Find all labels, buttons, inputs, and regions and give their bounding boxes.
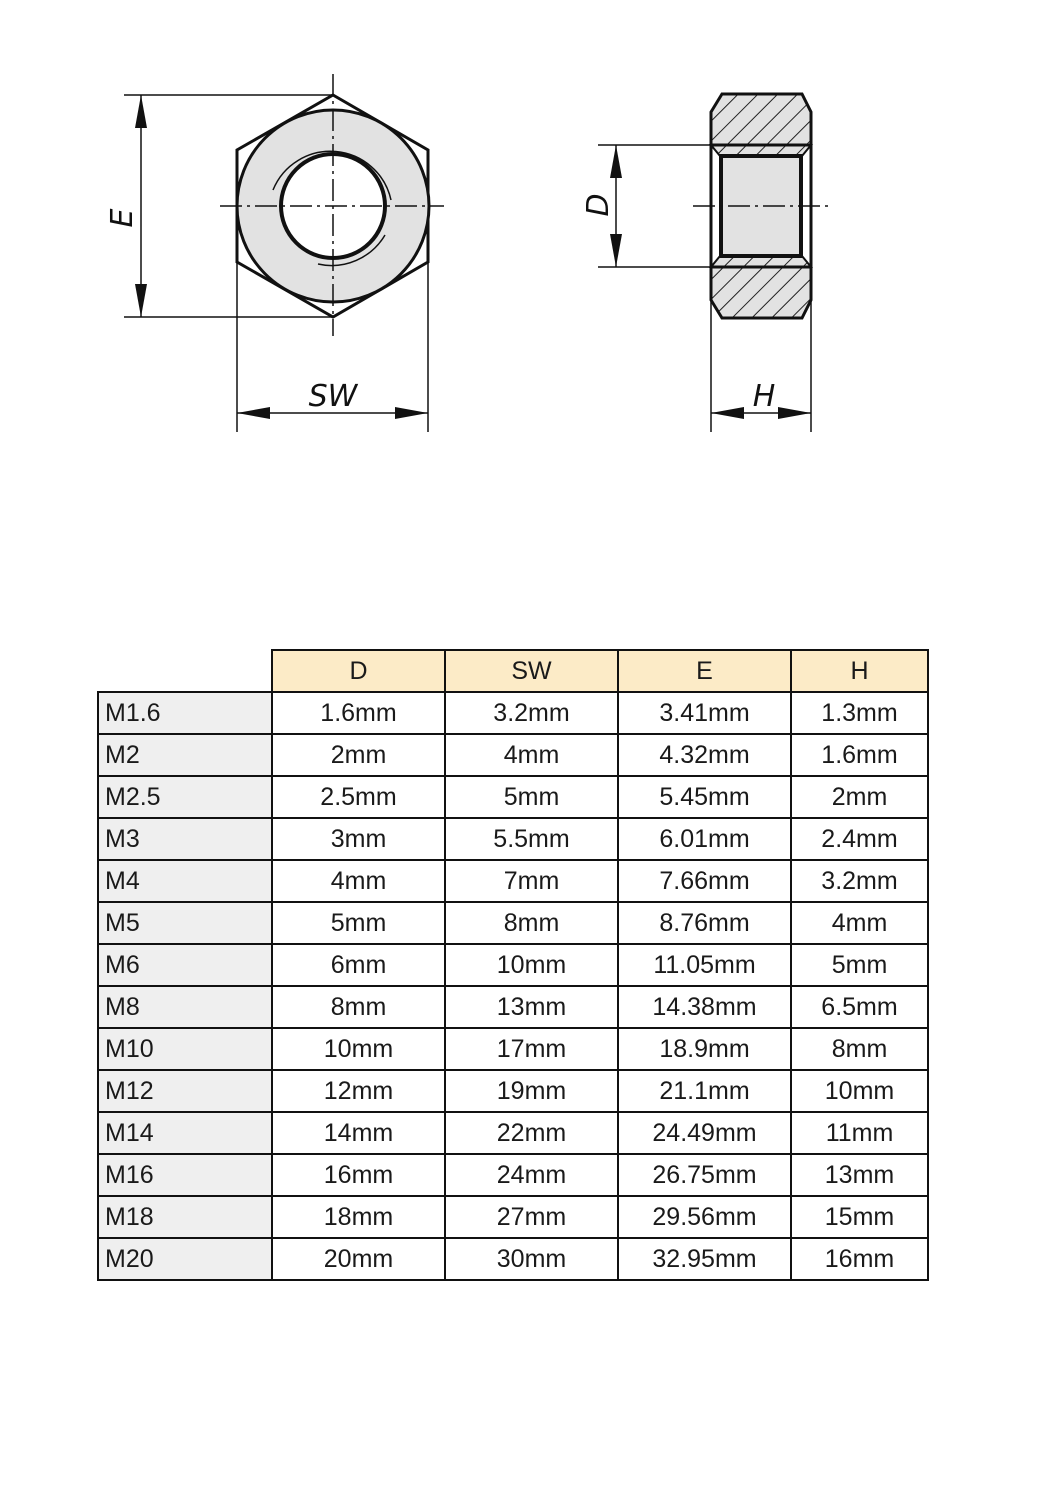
cell-sw: 30mm xyxy=(444,1237,619,1281)
table-row: M4 4mm 7mm 7.66mm 3.2mm xyxy=(97,859,929,903)
cell-d: 10mm xyxy=(271,1027,446,1071)
cell-h: 5mm xyxy=(790,943,929,987)
cell-h: 10mm xyxy=(790,1069,929,1113)
table-row: M10 10mm 17mm 18.9mm 8mm xyxy=(97,1027,929,1071)
cell-sw: 7mm xyxy=(444,859,619,903)
cell-d: 4mm xyxy=(271,859,446,903)
cell-d: 2.5mm xyxy=(271,775,446,819)
cell-h: 6.5mm xyxy=(790,985,929,1029)
column-header-d: D xyxy=(271,649,446,693)
cell-h: 11mm xyxy=(790,1111,929,1155)
cell-h: 1.6mm xyxy=(790,733,929,777)
cell-sw: 4mm xyxy=(444,733,619,777)
row-size-label: M12 xyxy=(97,1069,273,1113)
cell-h: 13mm xyxy=(790,1153,929,1197)
cell-e: 8.76mm xyxy=(617,901,792,945)
column-header-sw: SW xyxy=(444,649,619,693)
nut-dimension-table: D SW E H M1.6 1.6mm 3.2mm 3.41mm 1.3mm M… xyxy=(97,649,929,1281)
cell-sw: 27mm xyxy=(444,1195,619,1239)
cell-e: 26.75mm xyxy=(617,1153,792,1197)
dimension-d-label: D xyxy=(581,193,616,216)
cell-e: 3.41mm xyxy=(617,691,792,735)
column-header-h: H xyxy=(790,649,929,693)
cell-e: 14.38mm xyxy=(617,985,792,1029)
row-size-label: M16 xyxy=(97,1153,273,1197)
cell-sw: 13mm xyxy=(444,985,619,1029)
row-size-label: M4 xyxy=(97,859,273,903)
table-row: M12 12mm 19mm 21.1mm 10mm xyxy=(97,1069,929,1113)
table-row: M18 18mm 27mm 29.56mm 15mm xyxy=(97,1195,929,1239)
dimension-sw-label: SW xyxy=(309,379,359,414)
row-size-label: M20 xyxy=(97,1237,273,1281)
cell-d: 3mm xyxy=(271,817,446,861)
row-size-label: M18 xyxy=(97,1195,273,1239)
row-size-label: M6 xyxy=(97,943,273,987)
cell-h: 4mm xyxy=(790,901,929,945)
cell-h: 8mm xyxy=(790,1027,929,1071)
table-row: M2.5 2.5mm 5mm 5.45mm 2mm xyxy=(97,775,929,819)
cell-d: 8mm xyxy=(271,985,446,1029)
cell-d: 14mm xyxy=(271,1111,446,1155)
cell-sw: 24mm xyxy=(444,1153,619,1197)
cell-e: 5.45mm xyxy=(617,775,792,819)
cell-sw: 5mm xyxy=(444,775,619,819)
cell-h: 16mm xyxy=(790,1237,929,1281)
cell-d: 2mm xyxy=(271,733,446,777)
cell-e: 7.66mm xyxy=(617,859,792,903)
table-header-row: D SW E H xyxy=(98,649,929,693)
table-row: M3 3mm 5.5mm 6.01mm 2.4mm xyxy=(97,817,929,861)
cell-sw: 3.2mm xyxy=(444,691,619,735)
row-size-label: M3 xyxy=(97,817,273,861)
cell-d: 16mm xyxy=(271,1153,446,1197)
column-header-e: E xyxy=(617,649,792,693)
table-row: M16 16mm 24mm 26.75mm 13mm xyxy=(97,1153,929,1197)
cell-sw: 22mm xyxy=(444,1111,619,1155)
cell-h: 2mm xyxy=(790,775,929,819)
cell-e: 18.9mm xyxy=(617,1027,792,1071)
cell-e: 29.56mm xyxy=(617,1195,792,1239)
table-row: M20 20mm 30mm 32.95mm 16mm xyxy=(97,1237,929,1281)
row-size-label: M2.5 xyxy=(97,775,273,819)
cell-d: 18mm xyxy=(271,1195,446,1239)
table-row: M5 5mm 8mm 8.76mm 4mm xyxy=(97,901,929,945)
cell-sw: 5.5mm xyxy=(444,817,619,861)
cell-sw: 17mm xyxy=(444,1027,619,1071)
cell-e: 24.49mm xyxy=(617,1111,792,1155)
row-size-label: M5 xyxy=(97,901,273,945)
dimension-h-label: H xyxy=(753,379,776,414)
row-size-label: M8 xyxy=(97,985,273,1029)
cell-sw: 19mm xyxy=(444,1069,619,1113)
row-size-label: M2 xyxy=(97,733,273,777)
cell-h: 1.3mm xyxy=(790,691,929,735)
cell-d: 20mm xyxy=(271,1237,446,1281)
cell-e: 11.05mm xyxy=(617,943,792,987)
hex-nut-technical-drawing: E SW xyxy=(0,0,1041,480)
row-size-label: M1.6 xyxy=(97,691,273,735)
cell-sw: 10mm xyxy=(444,943,619,987)
table-row: M14 14mm 22mm 24.49mm 11mm xyxy=(97,1111,929,1155)
cell-d: 1.6mm xyxy=(271,691,446,735)
cell-d: 6mm xyxy=(271,943,446,987)
cell-d: 12mm xyxy=(271,1069,446,1113)
cell-h: 3.2mm xyxy=(790,859,929,903)
front-view: E SW xyxy=(105,74,444,432)
cell-e: 6.01mm xyxy=(617,817,792,861)
cell-e: 4.32mm xyxy=(617,733,792,777)
cell-h: 15mm xyxy=(790,1195,929,1239)
cell-sw: 8mm xyxy=(444,901,619,945)
table-row: M8 8mm 13mm 14.38mm 6.5mm xyxy=(97,985,929,1029)
cell-d: 5mm xyxy=(271,901,446,945)
drawing-canvas: E SW xyxy=(105,74,830,432)
cell-e: 32.95mm xyxy=(617,1237,792,1281)
row-size-label: M10 xyxy=(97,1027,273,1071)
cell-e: 21.1mm xyxy=(617,1069,792,1113)
table-row: M6 6mm 10mm 11.05mm 5mm xyxy=(97,943,929,987)
table-corner xyxy=(98,650,272,692)
row-size-label: M14 xyxy=(97,1111,273,1155)
side-view: D H xyxy=(581,92,830,432)
cell-h: 2.4mm xyxy=(790,817,929,861)
table-row: M2 2mm 4mm 4.32mm 1.6mm xyxy=(97,733,929,777)
table-row: M1.6 1.6mm 3.2mm 3.41mm 1.3mm xyxy=(97,691,929,735)
dimension-e-label: E xyxy=(105,208,140,227)
